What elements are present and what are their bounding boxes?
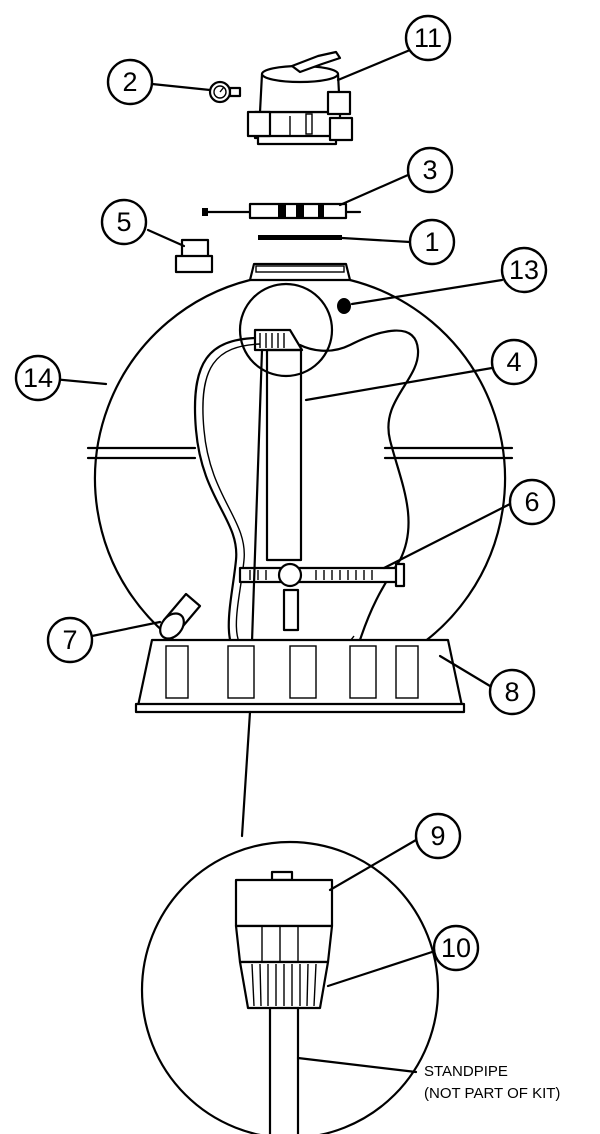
callout-10-label: 10 [441, 933, 471, 963]
callout-7: 7 [46, 616, 94, 664]
multiport-valve [246, 50, 354, 146]
air-relief-vent [337, 298, 351, 314]
callout-3-label: 3 [422, 155, 437, 185]
drain-cap [174, 238, 214, 274]
callout-14: 14 [14, 354, 62, 402]
callout-6-label: 6 [524, 487, 539, 517]
filter-base [134, 638, 466, 714]
callout-14-label: 14 [23, 363, 53, 393]
top-diffuser-detail-circle [238, 282, 334, 378]
callout-1: 1 [408, 218, 456, 266]
air-hose [193, 329, 420, 672]
drain-port [159, 592, 202, 640]
standpipe-note-line2: (NOT PART OF KIT) [424, 1085, 560, 1102]
callout-5: 5 [100, 198, 148, 246]
callout-5-label: 5 [116, 207, 131, 237]
callout-3: 3 [406, 146, 454, 194]
standpipe [268, 1006, 300, 1134]
callout-4-label: 4 [506, 347, 521, 377]
callout-13-label: 13 [509, 255, 539, 285]
callout-2: 2 [106, 58, 154, 106]
callout-8-label: 8 [504, 677, 519, 707]
callout-2-label: 2 [122, 67, 137, 97]
lateral-manifold [238, 562, 406, 588]
standpipe-note-line1: STANDPIPE [424, 1063, 508, 1080]
callout-13: 13 [500, 246, 548, 294]
lower-diffuser-detail-circle [140, 840, 440, 1134]
callout-8: 8 [488, 668, 536, 716]
callout-4: 4 [490, 338, 538, 386]
callout-10: 10 [432, 924, 480, 972]
lower-diffuser [234, 870, 334, 1010]
clamp-assembly [202, 202, 362, 220]
callout-1-label: 1 [424, 227, 439, 257]
callout-9-label: 9 [430, 821, 445, 851]
callout-7-label: 7 [62, 625, 77, 655]
callout-9: 9 [414, 812, 462, 860]
callout-6: 6 [508, 478, 556, 526]
o-ring [258, 235, 342, 240]
internal-standpipe [253, 328, 304, 632]
leader-lines [40, 48, 512, 1074]
callout-11-label: 11 [414, 23, 442, 53]
callout-11: 11 [404, 14, 452, 62]
pressure-gauge [208, 80, 242, 104]
